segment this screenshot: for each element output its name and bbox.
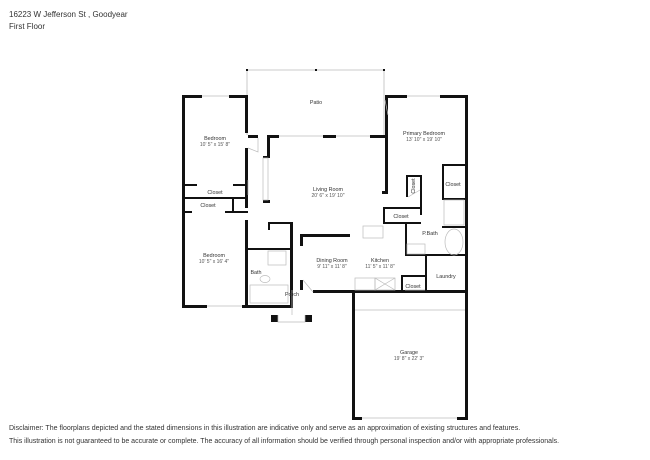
room-living: Living Room — [313, 187, 343, 193]
room-primary-bedroom-dims: 13' 10" x 19' 10" — [406, 137, 442, 143]
room-closet-pbath: Closet — [393, 214, 409, 220]
room-living-dims: 20' 6" x 19' 10" — [312, 193, 345, 199]
room-laundry: Laundry — [436, 274, 456, 280]
floor-label: First Floor — [9, 22, 45, 31]
walls — [182, 95, 468, 420]
room-closet-hall: Closet — [200, 203, 216, 209]
room-kitchen: Kitchen — [371, 258, 389, 264]
room-patio: Patio — [310, 100, 322, 106]
room-garage: Garage — [400, 350, 418, 356]
disclaimer-line-1: Disclaimer: The floorplans depicted and … — [9, 425, 521, 432]
room-bedroom-2: Bedroom — [203, 253, 225, 259]
room-dining-dims: 9' 11" x 11' 8" — [317, 264, 347, 270]
disclaimer-line-2: This illustration is not guaranteed to b… — [9, 438, 560, 445]
property-address: 16223 W Jefferson St , Goodyear — [9, 10, 128, 19]
room-pbath: P.Bath — [422, 231, 438, 237]
room-dining: Dining Room — [316, 258, 348, 264]
room-closet-kitchen: Closet — [405, 284, 421, 290]
room-bath: Bath — [250, 270, 261, 276]
room-primary-bedroom: Primary Bedroom — [403, 131, 445, 137]
room-closet-primary: Closet — [445, 182, 461, 188]
room-closet-vertical: Closet — [411, 178, 417, 194]
room-porch: Porch — [285, 292, 299, 298]
room-bedroom-1: Bedroom — [204, 136, 226, 142]
room-bedroom-1-dims: 10' 5" x 15' 8" — [200, 142, 230, 148]
room-garage-dims: 19' 8" x 22' 3" — [394, 356, 424, 362]
room-bedroom-2-dims: 10' 5" x 16' 4" — [199, 259, 229, 265]
thin-lines — [202, 95, 465, 419]
room-closet-bedroom-1: Closet — [207, 190, 223, 196]
room-kitchen-dims: 11' 5" x 11' 8" — [365, 264, 395, 270]
